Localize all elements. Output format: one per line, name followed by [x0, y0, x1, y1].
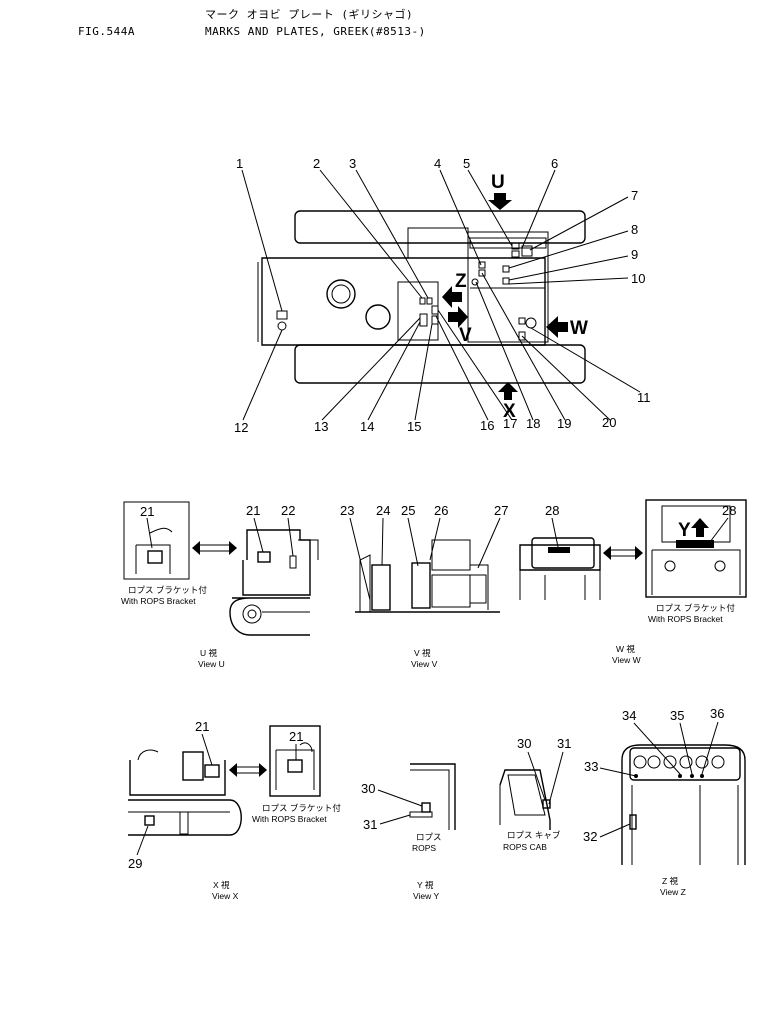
- top-plan-view: U V Z W X: [234, 156, 651, 435]
- double-arrow-icon: [603, 546, 643, 560]
- callout-14: 14: [360, 419, 374, 434]
- callout-28: 28: [722, 503, 736, 518]
- view-u-caption-jp: U 視: [200, 648, 218, 658]
- view-y-caption-jp: Y 視: [417, 880, 434, 890]
- callout-3: 3: [349, 156, 356, 171]
- callout-12: 12: [234, 420, 248, 435]
- callout-27: 27: [494, 503, 508, 518]
- callout-2: 2: [313, 156, 320, 171]
- figure-title: MARKS AND PLATES, GREEK(#8513-): [205, 25, 426, 38]
- view-w-inset-caption: With ROPS Bracket: [648, 614, 723, 624]
- callout-21: 21: [195, 719, 209, 734]
- view-z-caption: View Z: [660, 887, 686, 897]
- view-y-caption: View Y: [413, 891, 439, 901]
- view-arrow-v: V: [448, 306, 472, 346]
- svg-text:V: V: [459, 325, 472, 346]
- svg-text:Z: Z: [455, 271, 467, 292]
- view-rops-cab: 30 31 ロプス キャブ ROPS CAB: [499, 736, 571, 852]
- callout-31: 31: [557, 736, 571, 751]
- view-x-caption-jp: X 視: [213, 880, 230, 890]
- callout-23: 23: [340, 503, 354, 518]
- callout-24: 24: [376, 503, 390, 518]
- svg-text:U: U: [491, 172, 505, 193]
- callout-20: 20: [602, 415, 616, 430]
- callout-36: 36: [710, 706, 724, 721]
- callout-7: 7: [631, 188, 638, 203]
- view-z-caption-jp: Z 視: [662, 876, 679, 886]
- svg-text:X: X: [503, 401, 516, 422]
- view-w-inset-caption-jp: ロプス ブラケット付: [656, 603, 735, 613]
- view-arrow-w: W: [546, 316, 588, 339]
- view-arrow-z: Z: [442, 271, 467, 308]
- view-w-y-label: Y: [678, 520, 691, 541]
- view-w-caption: View W: [612, 655, 641, 665]
- callout-32: 32: [583, 829, 597, 844]
- view-v-caption: View V: [411, 659, 438, 669]
- view-z: 32 33 34 35 36 Z 視 View Z: [583, 706, 746, 897]
- view-v-caption-jp: V 視: [414, 648, 431, 658]
- callout-19: 19: [557, 416, 571, 431]
- callout-28: 28: [545, 503, 559, 518]
- callout-21: 21: [246, 503, 260, 518]
- callout-5: 5: [463, 156, 470, 171]
- view-y-sub-jp: ロプス: [416, 832, 442, 842]
- top-view-callouts: 1 2 3 4 5 6 7 8 9 10 11 12 13 14 15 16 1…: [234, 156, 651, 435]
- view-w-caption-jp: W 視: [616, 644, 635, 654]
- callout-35: 35: [670, 708, 684, 723]
- header-kana-title: マーク オヨビ プレート (ギリシャゴ): [205, 8, 414, 21]
- rops-cab-sub: ROPS CAB: [503, 842, 547, 852]
- callout-21: 21: [289, 729, 303, 744]
- view-w: 28 Y 28 ロプス ブラケット付 With ROPS Bracket W 視…: [519, 499, 747, 665]
- view-u-caption: View U: [198, 659, 225, 669]
- callout-6: 6: [551, 156, 558, 171]
- svg-text:W: W: [570, 318, 588, 339]
- callout-1: 1: [236, 156, 243, 171]
- view-arrow-x: X: [498, 382, 518, 422]
- view-u-inset-caption: With ROPS Bracket: [121, 596, 196, 606]
- callout-10: 10: [631, 271, 645, 286]
- rops-cab-sub-jp: ロプス キャブ: [507, 830, 561, 840]
- view-x-inset-caption-jp: ロプス ブラケット付: [262, 803, 341, 813]
- view-u: ロプス ブラケット付 With ROPS Bracket 21 21 22 U …: [121, 501, 319, 669]
- view-arrow-u: U: [488, 172, 512, 210]
- double-arrow-icon: [192, 541, 237, 555]
- callout-11: 11: [637, 390, 651, 405]
- callout-22: 22: [281, 503, 295, 518]
- callout-9: 9: [631, 247, 638, 262]
- callout-30: 30: [517, 736, 531, 751]
- view-v: 23 24 25 26 27 V 視 View V: [340, 503, 508, 669]
- view-u-inset-caption-jp: ロプス ブラケット付: [128, 585, 207, 595]
- callout-34: 34: [622, 708, 636, 723]
- view-y: 30 31 ロプス ROPS Y 視 View Y: [361, 763, 456, 901]
- callout-18: 18: [526, 416, 540, 431]
- double-arrow-icon: [229, 763, 267, 777]
- callout-4: 4: [434, 156, 441, 171]
- callout-25: 25: [401, 503, 415, 518]
- view-x-inset-caption: With ROPS Bracket: [252, 814, 327, 824]
- callout-33: 33: [584, 759, 598, 774]
- view-y-sub: ROPS: [412, 843, 436, 853]
- callout-26: 26: [434, 503, 448, 518]
- leader-lines: [241, 169, 641, 421]
- callout-16: 16: [480, 418, 494, 433]
- callout-31: 31: [363, 817, 377, 832]
- view-x-caption: View X: [212, 891, 239, 901]
- callout-21: 21: [140, 504, 154, 519]
- view-x: 21 29 21 ロプス ブラケット付 With ROPS Bracket X …: [128, 719, 341, 901]
- callout-8: 8: [631, 222, 638, 237]
- callout-30: 30: [361, 781, 375, 796]
- callout-15: 15: [407, 419, 421, 434]
- callout-17: 17: [503, 416, 517, 431]
- figure-number: FIG.544A: [78, 25, 135, 38]
- callout-13: 13: [314, 419, 328, 434]
- callout-29: 29: [128, 856, 142, 871]
